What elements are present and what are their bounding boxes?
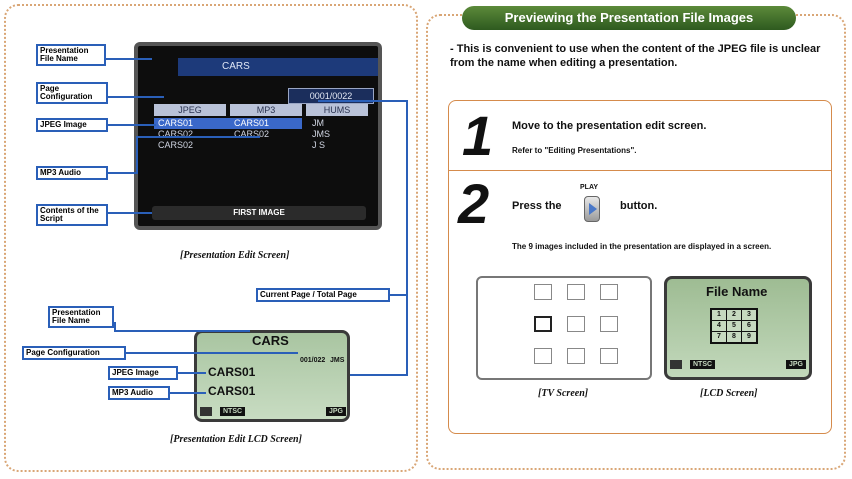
leader-line (388, 294, 406, 296)
grid-cell: 5 (727, 321, 741, 331)
leader-line (178, 372, 206, 374)
lcd-screen-caption: [LCD Screen] (700, 388, 758, 399)
grid-cell: 3 (742, 310, 756, 320)
leader-line (136, 136, 138, 174)
step-2-button-word: button. (620, 200, 658, 212)
thumbnail-cell (600, 348, 618, 364)
tv-edit-screen: CARS 0001/0022 JPEG MP3 HUMS CARS01 CARS… (134, 42, 382, 230)
grid-cell: 9 (742, 332, 756, 342)
grid-cell: 8 (727, 332, 741, 342)
callout-current-page: Current Page / Total Page (256, 288, 390, 302)
list-item: J S (312, 140, 326, 150)
lcd-mode: JMS (330, 357, 345, 364)
list-item: CARS02 (234, 129, 270, 139)
callout-lcd-mp3: MP3 Audio (108, 386, 170, 400)
list-item: CARS02 (158, 140, 194, 150)
leader-line (108, 172, 136, 174)
leader-line (326, 374, 408, 376)
leader-line (406, 100, 408, 376)
step-divider (448, 170, 832, 171)
list-item: JM (312, 118, 324, 128)
step-2-press: Press the (512, 200, 562, 212)
lcd-preview-battery (670, 360, 682, 369)
intro-text: - This is convenient to use when the con… (450, 43, 821, 69)
play-icon (589, 203, 597, 215)
thumbnail-cell (567, 348, 585, 364)
grid-cell: 7 (712, 332, 726, 342)
list-item: CARS01 (158, 118, 194, 128)
leader-line (106, 58, 152, 60)
left-panel (4, 4, 418, 472)
leader-line (108, 96, 164, 98)
leader-line (108, 124, 156, 126)
leader-line (136, 136, 260, 138)
leader-line (108, 212, 152, 214)
thumbnail-cell-selected (534, 316, 552, 332)
steps-box (448, 100, 832, 434)
lcd-mp3: CARS01 (208, 384, 256, 398)
thumbnail-cell (534, 348, 552, 364)
step-1-instruction: Move to the presentation edit screen. (512, 120, 707, 132)
callout-jpeg-image: JPEG Image (36, 118, 108, 132)
tv-hums-column: JM JMS J S (312, 118, 330, 151)
tv-edit-caption: [Presentation Edit Screen] (180, 250, 290, 261)
tv-header-jpeg: JPEG (154, 104, 226, 116)
lcd-page: 001/022 (300, 357, 326, 364)
tv-screen-caption: [TV Screen] (538, 388, 589, 399)
callout-script: Contents of the Script (36, 204, 108, 226)
list-item: CARS01 (234, 118, 270, 128)
step-2-description: The 9 images included in the presentatio… (512, 242, 772, 251)
callout-lcd-page-config: Page Configuration (22, 346, 126, 360)
list-item: JMS (312, 129, 330, 139)
tv-jpeg-column: CARS01 CARS02 CARS02 (158, 118, 193, 151)
leader-line (114, 330, 250, 332)
tv-preview-screen (476, 276, 652, 380)
callout-file-name: Presentation File Name (36, 44, 106, 66)
lcd-preview-ntsc-chip: NTSC (690, 360, 716, 369)
leader-line (170, 392, 206, 394)
lcd-preview-title: File Name (706, 284, 768, 299)
step-1-reference: Refer to "Editing Presentations". (512, 146, 637, 155)
lcd-ntsc-chip: NTSC (220, 407, 246, 416)
thumbnail-cell (567, 284, 585, 300)
grid-cell: 1 (712, 310, 726, 320)
thumbnail-cell (567, 316, 585, 332)
leader-line (114, 322, 116, 332)
callout-lcd-file-name: Presentation File Name (48, 306, 114, 328)
thumbnail-cell (600, 316, 618, 332)
list-item: CARS02 (158, 129, 194, 139)
grid-cell: 6 (742, 321, 756, 331)
lcd-battery (200, 407, 212, 416)
lcd-jpeg: CARS01 (208, 365, 256, 379)
thumbnail-cell (534, 284, 552, 300)
lcd-jpg-chip: JPG (326, 407, 347, 416)
grid-cell: 4 (712, 321, 726, 331)
callout-lcd-jpeg: JPEG Image (108, 366, 178, 380)
lcd-edit-caption: [Presentation Edit LCD Screen] (170, 434, 302, 445)
callout-page-config: Page Configuration (36, 82, 108, 104)
leader-line (318, 100, 408, 102)
tv-selected-row (154, 118, 302, 129)
section-title: Previewing the Presentation File Images (462, 6, 796, 30)
tv-header-mp3: MP3 (230, 104, 302, 116)
lcd-edit-screen (194, 330, 350, 422)
tv-header-hums: HUMS (306, 104, 368, 116)
step-2-number: 2 (458, 172, 490, 235)
tv-file-name: CARS (178, 58, 378, 76)
play-label: PLAY (580, 184, 599, 191)
leader-line (126, 352, 298, 354)
lcd-file-name: CARS (252, 333, 289, 348)
grid-cell: 2 (727, 310, 741, 320)
step-1-number: 1 (462, 104, 494, 167)
callout-mp3-audio: MP3 Audio (36, 166, 108, 180)
tv-mp3-column: CARS01 CARS02 (234, 118, 269, 140)
lcd-preview-jpg-chip: JPG (786, 360, 807, 369)
tv-script-bar: FIRST IMAGE (152, 206, 366, 220)
thumbnail-cell (600, 284, 618, 300)
